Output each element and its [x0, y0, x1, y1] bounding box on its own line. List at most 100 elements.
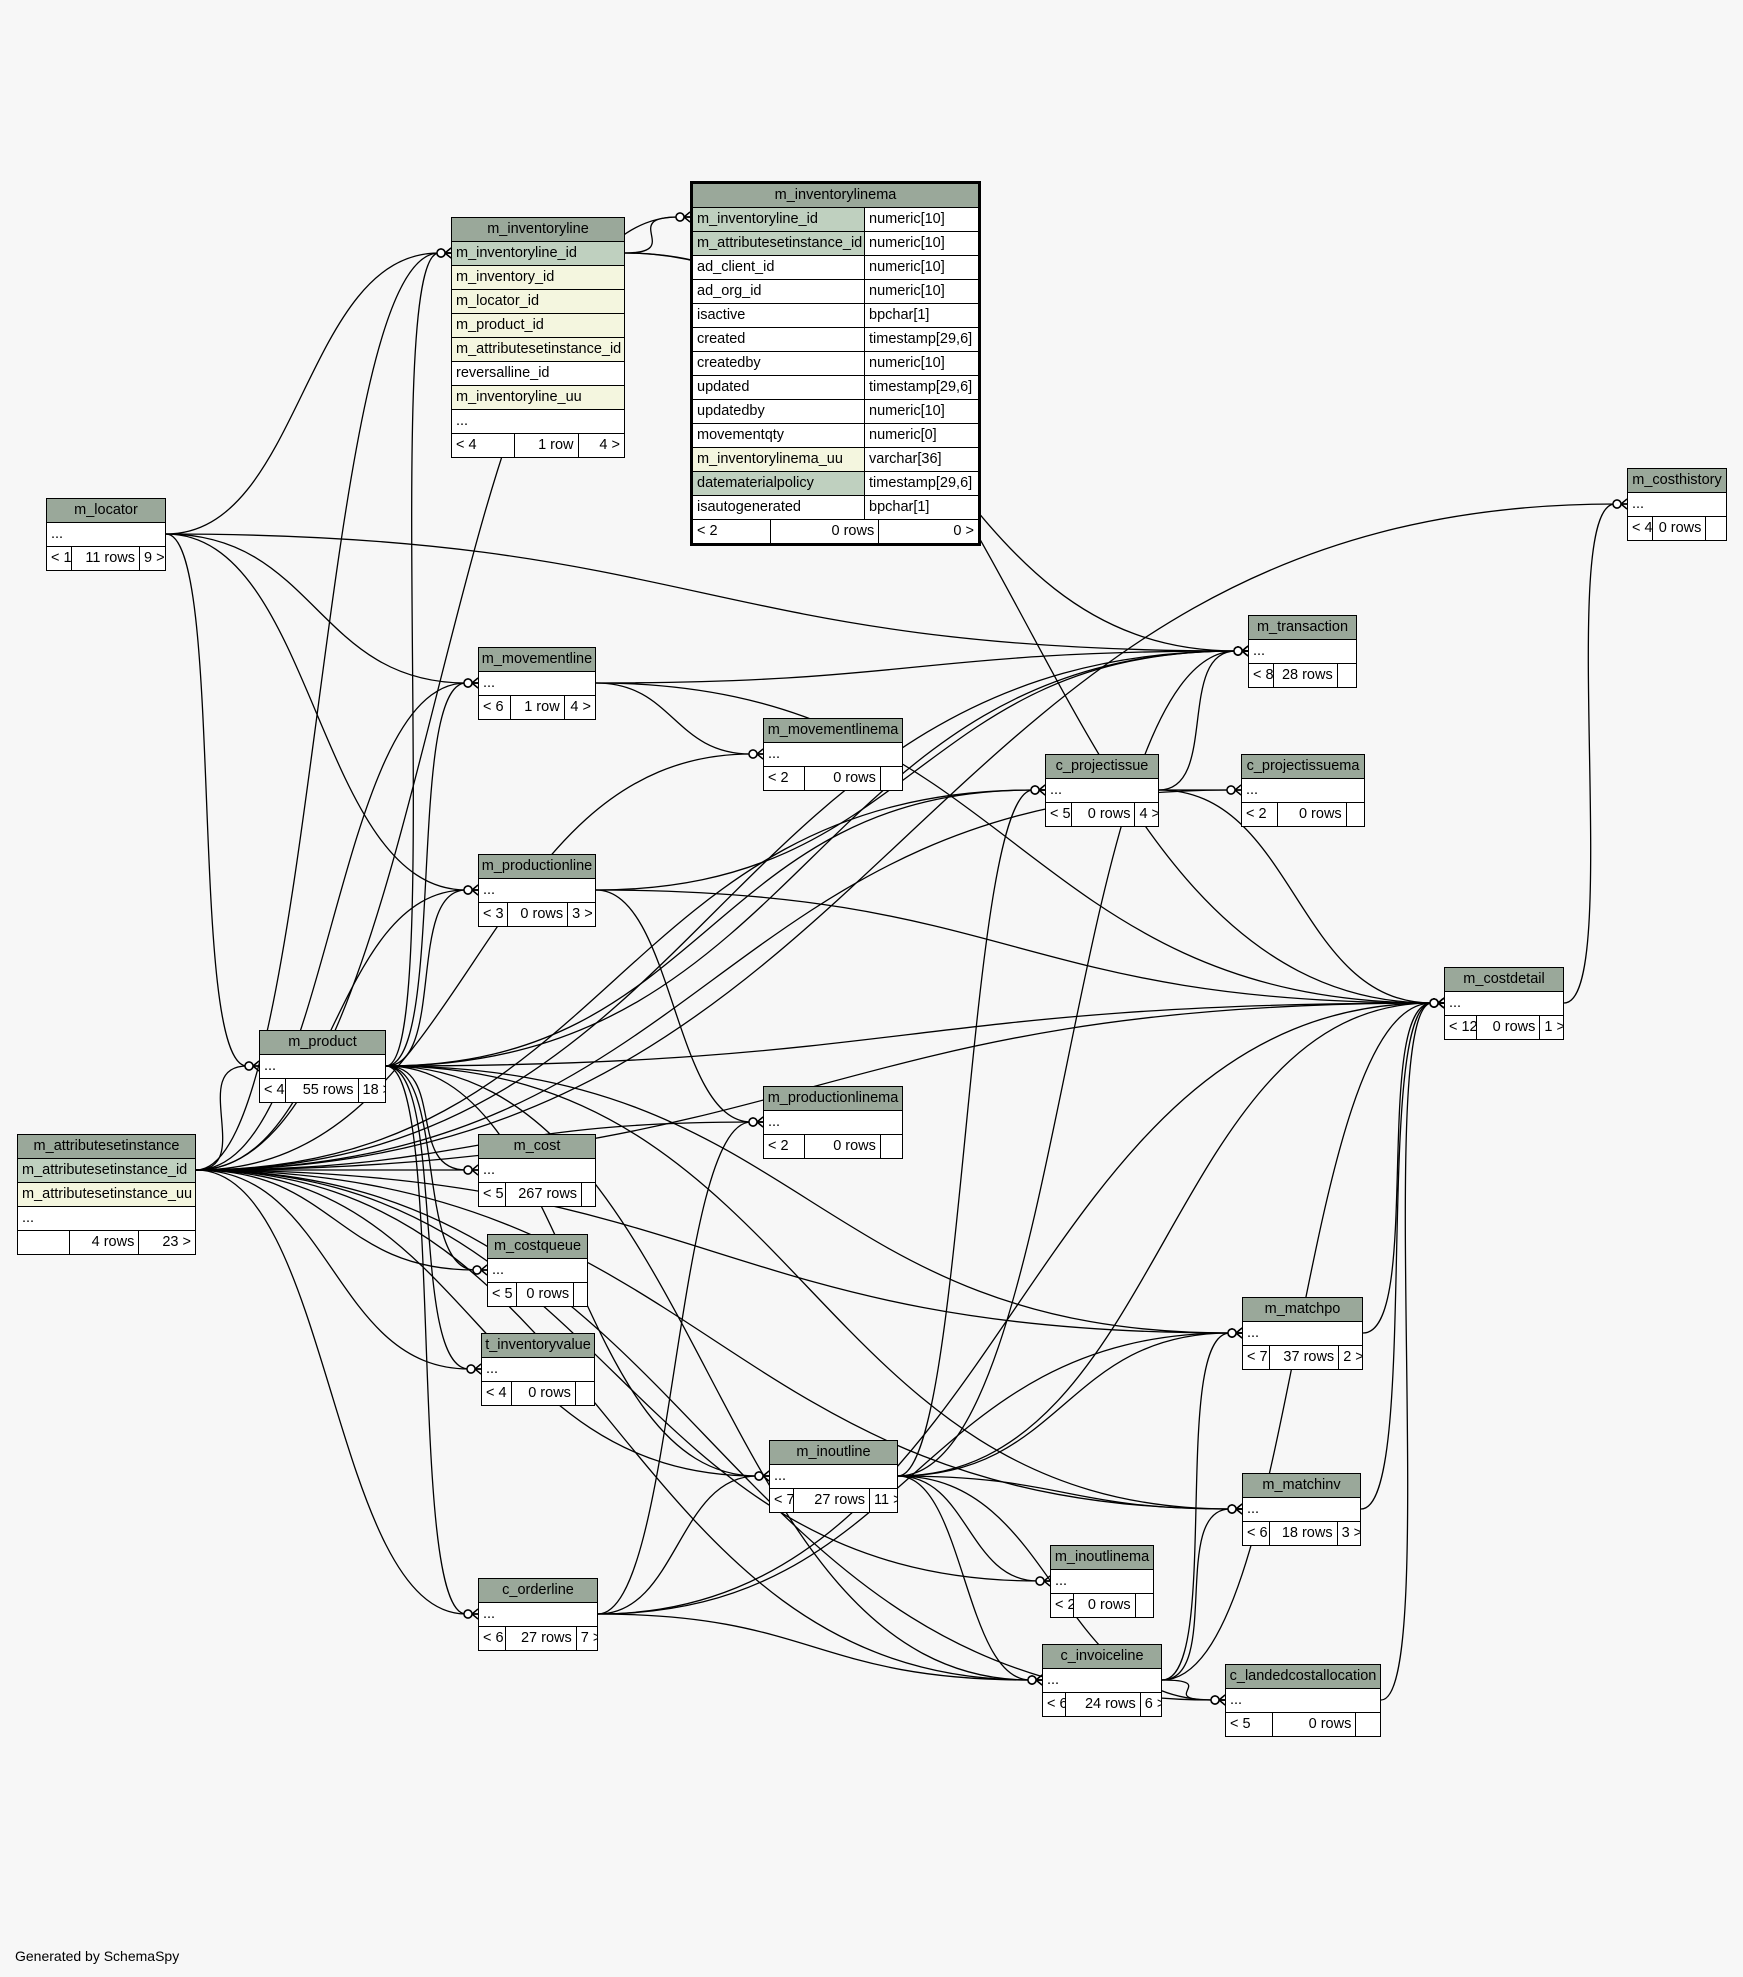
- column-row[interactable]: ...: [482, 1358, 594, 1382]
- children-link[interactable]: 3 >: [1336, 1522, 1360, 1545]
- table-header[interactable]: m_attributesetinstance: [18, 1135, 195, 1159]
- parents-link[interactable]: < 4: [264, 1082, 285, 1098]
- table-header[interactable]: m_cost: [479, 1135, 595, 1159]
- children-link[interactable]: [879, 1135, 902, 1158]
- parents-link[interactable]: < 8: [1253, 667, 1273, 683]
- table-header[interactable]: c_projectissuema: [1242, 755, 1364, 779]
- column-row[interactable]: ...: [1226, 1689, 1380, 1713]
- children-link[interactable]: [573, 1283, 587, 1306]
- table-header[interactable]: m_matchpo: [1243, 1298, 1362, 1322]
- table-header[interactable]: t_inventoryvalue: [482, 1334, 594, 1358]
- table-header[interactable]: m_inventoryline: [452, 218, 624, 242]
- children-link[interactable]: 2 >: [1338, 1346, 1362, 1369]
- children-link[interactable]: 23 >: [138, 1231, 195, 1254]
- column-row[interactable]: ...: [764, 1111, 902, 1135]
- children-link[interactable]: 0 >: [878, 520, 978, 543]
- children-link[interactable]: 11 >: [869, 1489, 897, 1512]
- children-link[interactable]: [879, 767, 902, 790]
- children-link[interactable]: [1355, 1713, 1380, 1736]
- column-row[interactable]: ...: [479, 1159, 595, 1183]
- parents-link[interactable]: < 6: [1247, 1525, 1268, 1541]
- parents-link[interactable]: < 6: [483, 699, 504, 715]
- table-header[interactable]: m_costdetail: [1445, 968, 1563, 992]
- table-header[interactable]: c_invoiceline: [1043, 1645, 1161, 1669]
- column-row[interactable]: ...: [770, 1465, 897, 1489]
- children-link[interactable]: 7 >: [575, 1627, 597, 1650]
- table-header[interactable]: m_inoutline: [770, 1441, 897, 1465]
- parents-link[interactable]: < 6: [1047, 1696, 1066, 1712]
- children-link[interactable]: [574, 1382, 594, 1405]
- column-row[interactable]: m_attributesetinstance_id: [18, 1159, 195, 1183]
- parents-link[interactable]: < 5: [483, 1186, 504, 1202]
- children-link[interactable]: [1336, 664, 1356, 687]
- column-row[interactable]: ...: [479, 1603, 597, 1627]
- column-row[interactable]: ...: [1243, 1498, 1360, 1522]
- column-row[interactable]: ...: [18, 1207, 195, 1231]
- parents-link[interactable]: < 2: [697, 523, 718, 539]
- table-header[interactable]: m_inventorylinema: [693, 184, 978, 208]
- column-row[interactable]: m_attributesetinstance_uu: [18, 1183, 195, 1207]
- parents-link[interactable]: < 3: [483, 906, 504, 922]
- column-row[interactable]: ...: [1242, 779, 1364, 803]
- children-link[interactable]: 6 >: [1139, 1693, 1161, 1716]
- children-link[interactable]: [1705, 517, 1726, 540]
- table-header[interactable]: c_projectissue: [1046, 755, 1158, 779]
- table-header[interactable]: m_matchinv: [1243, 1474, 1360, 1498]
- column-row[interactable]: reversalline_id: [452, 362, 624, 386]
- table-header[interactable]: m_costqueue: [488, 1235, 587, 1259]
- table-header[interactable]: m_productionline: [479, 855, 595, 879]
- parents-link[interactable]: < 7: [1247, 1349, 1268, 1365]
- table-header[interactable]: m_costhistory: [1628, 469, 1726, 493]
- children-link[interactable]: 4 >: [1134, 803, 1158, 826]
- children-link[interactable]: 4 >: [563, 696, 595, 719]
- parents-link[interactable]: < 4: [486, 1385, 507, 1401]
- parents-link[interactable]: < 12: [1449, 1019, 1476, 1035]
- parents-link[interactable]: < 2: [1055, 1597, 1074, 1613]
- column-row[interactable]: ...: [479, 879, 595, 903]
- table-header[interactable]: m_movementline: [479, 648, 595, 672]
- table-header[interactable]: m_movementlinema: [764, 719, 902, 743]
- column-row[interactable]: ...: [1249, 640, 1356, 664]
- table-header[interactable]: m_product: [260, 1031, 385, 1055]
- table-header[interactable]: m_inoutlinema: [1051, 1546, 1153, 1570]
- column-row[interactable]: m_inventoryline_id: [452, 242, 624, 266]
- column-row[interactable]: m_product_id: [452, 314, 624, 338]
- parents-link[interactable]: < 4: [456, 437, 477, 453]
- column-row[interactable]: m_locator_id: [452, 290, 624, 314]
- column-row[interactable]: ...: [488, 1259, 587, 1283]
- column-row[interactable]: m_attributesetinstance_id: [452, 338, 624, 362]
- children-link[interactable]: 18 >: [357, 1079, 385, 1102]
- table-header[interactable]: m_productionlinema: [764, 1087, 902, 1111]
- column-row[interactable]: ...: [1046, 779, 1158, 803]
- parents-link[interactable]: < 5: [1230, 1716, 1251, 1732]
- column-row[interactable]: ...: [764, 743, 902, 767]
- parents-link[interactable]: < 1: [51, 550, 71, 566]
- column-row[interactable]: ...: [260, 1055, 385, 1079]
- table-header[interactable]: c_orderline: [479, 1579, 597, 1603]
